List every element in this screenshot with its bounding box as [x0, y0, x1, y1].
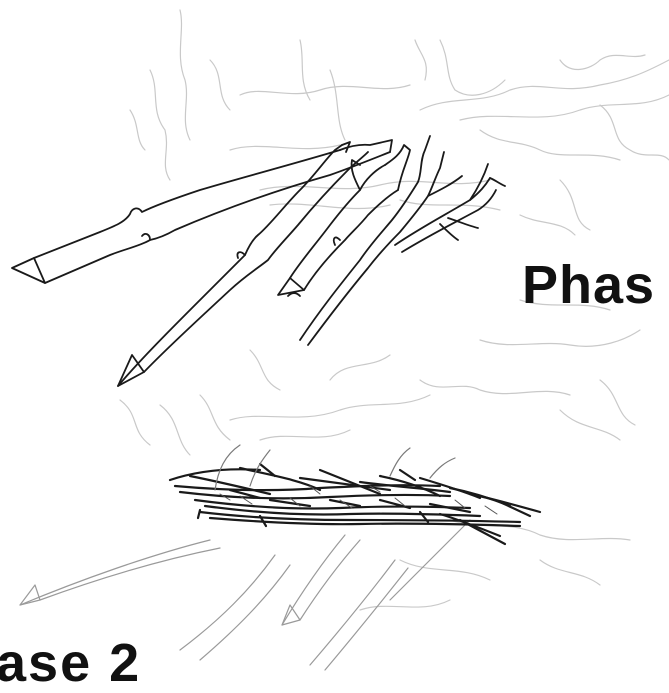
log-pile — [170, 464, 540, 544]
faint-background-sketch-upper — [130, 10, 669, 235]
sketch-illustration — [0, 0, 669, 675]
logs-upper — [12, 136, 505, 386]
log-2 — [118, 142, 368, 386]
log-3 — [278, 145, 410, 296]
log-1 — [12, 140, 392, 283]
phase-1-label: Phas — [522, 258, 655, 312]
faint-background-sketch-lower — [120, 300, 640, 610]
phase-2-label: ase 2 — [0, 636, 141, 690]
